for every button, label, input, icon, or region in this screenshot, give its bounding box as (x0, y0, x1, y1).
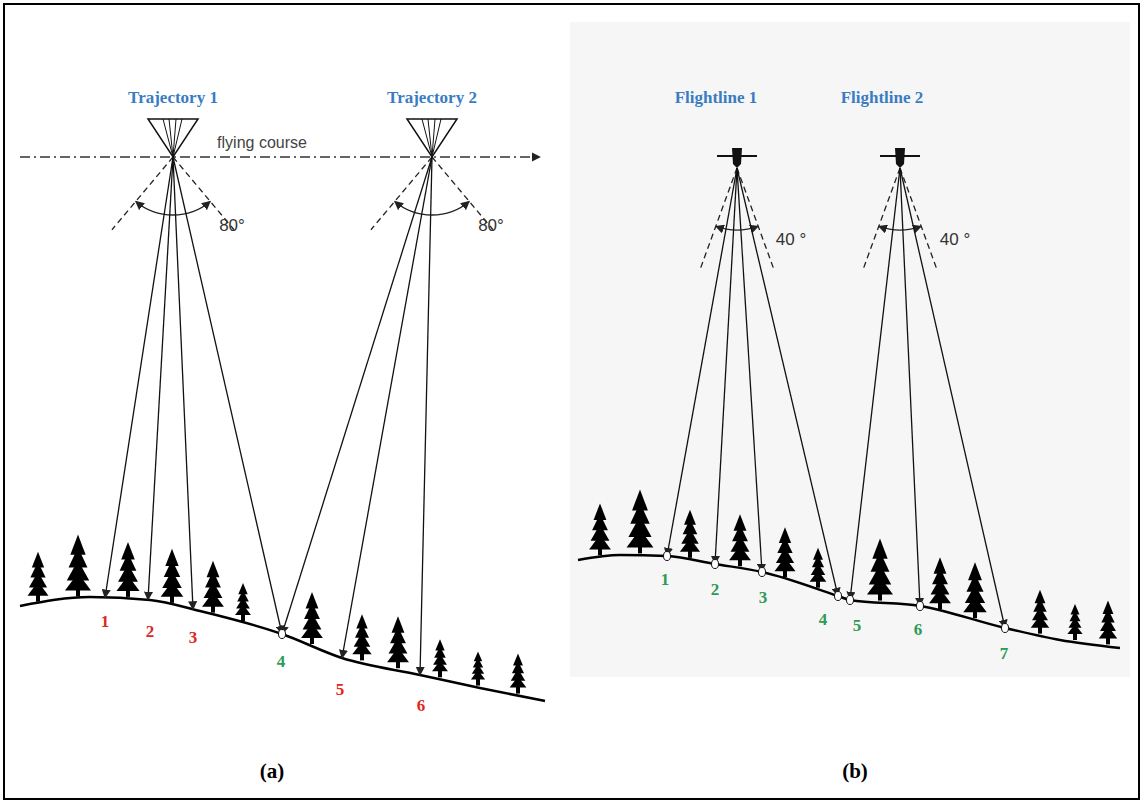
panel-caption: (a) (258, 760, 287, 783)
tree-crown (627, 529, 654, 547)
laser-ray (148, 157, 173, 600)
scanner-mirror (432, 119, 441, 157)
tree-crown (387, 648, 409, 663)
return-point (759, 568, 766, 577)
scan-angle-arc (395, 201, 470, 215)
return-point (279, 630, 286, 639)
scanner-mirror (422, 119, 432, 157)
tree-crown (775, 557, 796, 571)
point-number: 3 (757, 589, 770, 608)
laser-ray (850, 168, 900, 600)
laser-ray (900, 168, 1005, 628)
trajectory-title: Trajectory 2 (385, 89, 479, 108)
return-point (712, 560, 719, 569)
tree-crown (1099, 626, 1117, 638)
tree-crown (729, 546, 751, 561)
tree-crown (301, 623, 323, 638)
point-number: 1 (99, 613, 112, 632)
laser-ray (420, 157, 432, 675)
scanner-mirror (428, 119, 432, 157)
tree-crown (680, 538, 700, 552)
point-number: 1 (659, 571, 672, 590)
point-number: 2 (709, 581, 722, 600)
laser-ray (173, 157, 193, 609)
tree-crown (1031, 615, 1049, 627)
scan-angle-arc (879, 226, 921, 230)
tree-crown (963, 596, 987, 612)
tree-crown (867, 577, 893, 595)
laser-ray (737, 168, 838, 596)
tree-crown (929, 589, 951, 604)
point-number: 5 (851, 617, 864, 636)
tree-crown (65, 573, 91, 591)
point-number: 6 (912, 621, 925, 640)
aircraft-body (732, 148, 742, 168)
tree-crown (235, 604, 251, 615)
scanner-mirror (173, 119, 182, 157)
panel-caption: (b) (840, 760, 870, 783)
return-point (917, 602, 924, 611)
tree-crown (202, 592, 224, 607)
tree-crown (589, 535, 611, 550)
tree-crown (510, 676, 527, 687)
flightline-title: Flightline 1 (673, 89, 760, 108)
angle-label: 80° (217, 217, 247, 236)
return-point (835, 592, 842, 601)
angle-label: 40 ° (938, 231, 972, 250)
course-label: flying course (215, 134, 309, 152)
tree-crown (471, 670, 485, 679)
laser-ray (900, 168, 920, 606)
aircraft-body (895, 148, 905, 168)
point-number: 2 (144, 623, 157, 642)
scanner-symbol (148, 119, 198, 157)
return-point (1002, 624, 1009, 633)
return-point (847, 596, 854, 605)
tree-crown (432, 661, 448, 672)
terrain (578, 555, 1120, 648)
flightline-title: Flightline 2 (839, 89, 926, 108)
laser-ray (282, 157, 432, 634)
scanner-mirror (163, 119, 173, 157)
scanner-symbol (407, 119, 457, 157)
return-point (664, 552, 671, 561)
point-number: 7 (998, 645, 1011, 664)
laser-ray (173, 157, 282, 634)
tree-crown (1067, 624, 1082, 634)
scan-limit (900, 168, 938, 271)
trajectory-title: Trajectory 1 (126, 89, 220, 108)
laser-ray (737, 168, 762, 572)
angle-label: 40 ° (774, 231, 808, 250)
scan-limit (699, 168, 737, 271)
terrain (20, 597, 545, 701)
point-number: 3 (187, 629, 200, 648)
laser-ray (105, 157, 173, 598)
flying-course-line (20, 156, 540, 157)
frame (4, 4, 1139, 799)
angle-label: 80° (476, 217, 506, 236)
tree-crown (28, 582, 49, 596)
tree-crown (161, 582, 184, 597)
point-number: 6 (415, 697, 428, 716)
scan-angle-arc (136, 201, 211, 215)
point-number: 5 (334, 681, 347, 700)
point-number: 4 (275, 653, 288, 672)
tree-crown (352, 641, 371, 654)
tree-crown (116, 575, 139, 591)
laser-ray (342, 157, 432, 658)
scan-limit (371, 157, 432, 230)
tree-crown (810, 570, 827, 581)
laser-ray (715, 168, 737, 564)
scanner-mirror (169, 119, 173, 157)
panel-b-ground (570, 22, 1130, 677)
point-number: 4 (817, 611, 830, 630)
